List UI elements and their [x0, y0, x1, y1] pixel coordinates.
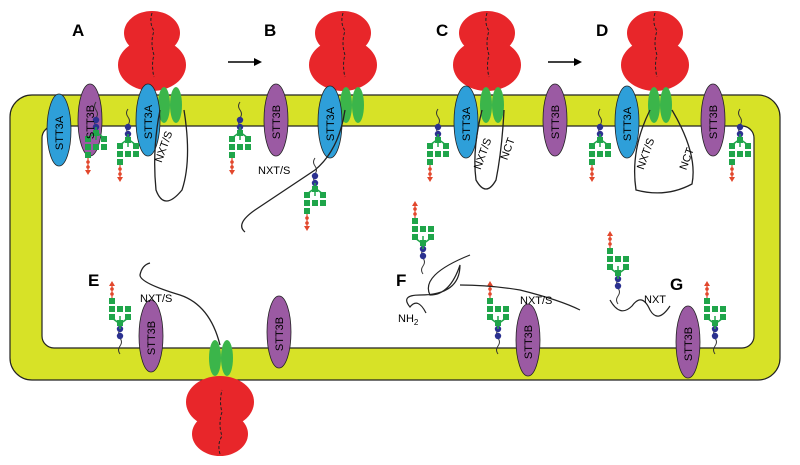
ribosome-b [308, 10, 378, 92]
panel-f [406, 200, 581, 377]
panel-b [228, 10, 378, 233]
stt3b-label-d: STT3B [708, 105, 720, 139]
stt3b-f [515, 303, 541, 377]
stt3b-label-f: STT3B [523, 325, 535, 359]
panel-g [606, 230, 727, 379]
stt3a-d [614, 85, 640, 159]
ribosome-a [117, 10, 187, 92]
stt3b-label-a: STT3B [85, 105, 97, 139]
stt3b-label-c: STT3B [550, 105, 562, 139]
stt3b-e2 [266, 295, 292, 369]
stt3b-label-b: STT3B [271, 105, 283, 139]
panel-label-e: E [88, 271, 99, 290]
stt3a-b [317, 85, 343, 159]
stt3a-c [453, 85, 479, 159]
stt3a-a1 [46, 93, 72, 167]
ribosome-e [185, 375, 255, 457]
stt3b-label-e2: STT3B [274, 317, 286, 351]
stt3b-label-e1: STT3B [146, 321, 158, 355]
nxt-label-g: NXT [644, 294, 666, 306]
nh-text: NH [398, 313, 414, 325]
er-lumen [41, 125, 755, 349]
panel-d [548, 10, 751, 194]
panel-c [427, 10, 568, 190]
stt3a-label-d: STT3A [622, 106, 634, 141]
panel-a [46, 10, 189, 202]
stt3b-b [263, 83, 289, 157]
nh2-label-f: NH2 [398, 313, 419, 327]
stt3a-label-a1: STT3A [54, 115, 66, 150]
stt3a-label-a2: STT3A [143, 104, 155, 139]
stt3a-label-b: STT3A [325, 106, 337, 141]
panel-label-c: C [436, 21, 448, 40]
sequon-label-e: NXT/S [140, 293, 172, 305]
panel-e [108, 262, 292, 457]
panel-label-f: F [396, 271, 406, 290]
stt3b-g [675, 305, 701, 379]
panel-label-b: B [264, 21, 276, 40]
stt3b-c [542, 83, 568, 157]
nh-subscript: 2 [414, 318, 419, 327]
panel-label-a: A [72, 21, 84, 40]
panel-label-d: D [596, 21, 608, 40]
stt3b-e1 [138, 299, 164, 373]
stt3a-label-c: STT3A [461, 106, 473, 141]
sequon-label-b: NXT/S [258, 165, 290, 177]
stt3a-a2 [135, 83, 161, 157]
ribosome-d [620, 10, 690, 92]
sequon-label-f: NXT/S [520, 295, 552, 307]
stt3b-label-g: STT3B [683, 327, 695, 361]
ribosome-c [452, 10, 522, 92]
stt3b-d [700, 83, 726, 157]
panel-label-g: G [670, 275, 683, 294]
